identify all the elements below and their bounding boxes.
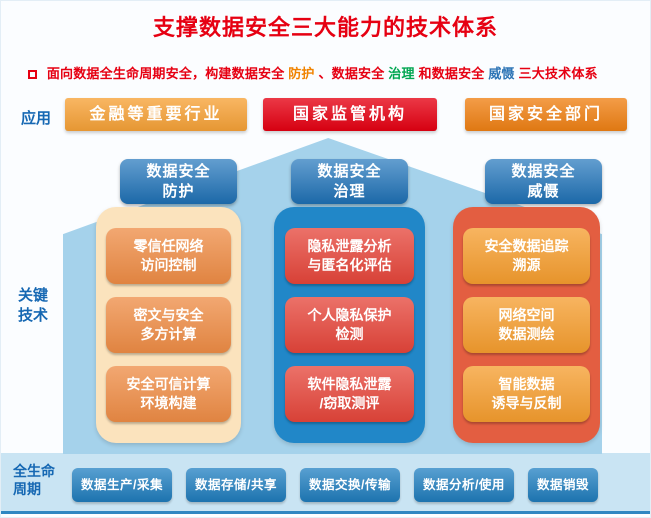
subtitle-segment: 面向数据全生命周期安全，构建数据安全 bbox=[46, 66, 285, 81]
column-header-governance: 数据安全 治理 bbox=[291, 159, 408, 204]
tech-item-zero-trust: 零信任网络 访问控制 bbox=[106, 228, 231, 284]
subtitle-segment-deterrence: 威慑 bbox=[488, 66, 515, 81]
side-label-application: 应用 bbox=[21, 110, 52, 127]
app-box-regulatory-agency: 国家监管机构 bbox=[263, 98, 437, 131]
page-title: 支撑数据安全三大能力的技术体系 bbox=[152, 15, 498, 40]
subtitle: 面向数据全生命周期安全，构建数据安全 防护 、数据安全 治理 和数据安全 威慑 … bbox=[28, 63, 646, 82]
tech-item-cyberspace-mapping: 网络空间 数据测绘 bbox=[463, 297, 590, 353]
tech-item-data-decoy-countermeasure: 智能数据 诱导与反制 bbox=[463, 366, 590, 422]
subtitle-segment: 和数据安全 bbox=[418, 66, 485, 81]
tech-item-trusted-computing: 安全可信计算 环境构建 bbox=[106, 366, 231, 422]
subtitle-segment-protection: 防护 bbox=[288, 66, 315, 81]
bottom-divider bbox=[1, 511, 650, 514]
lifecycle-box-production: 数据生产/采集 bbox=[72, 468, 172, 502]
lifecycle-box-destruction: 数据销毁 bbox=[527, 468, 598, 502]
column-container-protection: 零信任网络 访问控制 密文与安全 多方计算 安全可信计算 环境构建 bbox=[96, 207, 241, 443]
tech-item-privacy-leak-analysis: 隐私泄露分析 与匿名化评估 bbox=[284, 228, 415, 284]
side-label-key-technology: 关键 技术 bbox=[18, 287, 49, 324]
column-container-governance: 隐私泄露分析 与匿名化评估 个人隐私保护 检测 软件隐私泄露 /窃取测评 bbox=[274, 207, 425, 443]
lifecycle-box-exchange: 数据交换/传输 bbox=[299, 468, 400, 502]
tech-item-software-privacy-evaluation: 软件隐私泄露 /窃取测评 bbox=[284, 366, 415, 422]
tech-item-personal-privacy-detection: 个人隐私保护 检测 bbox=[284, 297, 415, 353]
column-header-deterrence: 数据安全 威慑 bbox=[485, 159, 602, 204]
app-box-security-department: 国家安全部门 bbox=[465, 98, 627, 131]
subtitle-segment: 三大技术体系 bbox=[518, 66, 598, 81]
lifecycle-box-storage: 数据存储/共享 bbox=[185, 468, 286, 502]
subtitle-segment: 、数据安全 bbox=[318, 66, 385, 81]
app-box-finance-industry: 金融等重要行业 bbox=[65, 98, 247, 131]
lifecycle-box-analysis: 数据分析/使用 bbox=[413, 468, 514, 502]
column-container-deterrence: 安全数据追踪 溯源 网络空间 数据测绘 智能数据 诱导与反制 bbox=[453, 207, 600, 443]
tech-item-data-tracing: 安全数据追踪 溯源 bbox=[463, 228, 590, 284]
subtitle-segment-governance: 治理 bbox=[388, 66, 415, 81]
lifecycle-row: 数据生产/采集 数据存储/共享 数据交换/传输 数据分析/使用 数据销毁 bbox=[72, 468, 598, 502]
tech-item-ciphertext-mpc: 密文与安全 多方计算 bbox=[106, 297, 231, 353]
checkbox-square-icon bbox=[28, 70, 37, 79]
side-label-lifecycle: 全生命 周期 bbox=[13, 463, 55, 497]
column-header-protection: 数据安全 防护 bbox=[120, 159, 237, 204]
